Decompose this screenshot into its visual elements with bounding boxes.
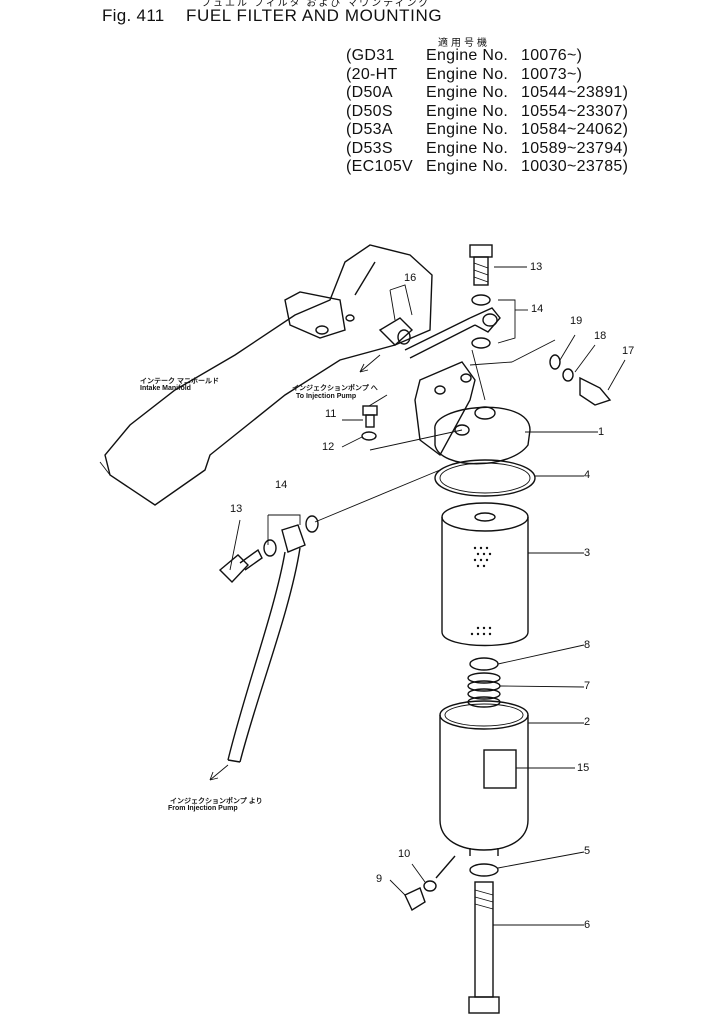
callout-6: 6	[584, 919, 591, 931]
intake-manifold	[99, 244, 433, 506]
callout-18: 18	[594, 330, 607, 342]
model-row: (D50A Engine No. 10544~23891)	[346, 84, 646, 102]
model-name: (D50A	[346, 84, 393, 101]
figure-number: Fig. 411	[102, 6, 165, 25]
applicable-models-label: 適用号機	[438, 38, 490, 49]
model-row: (D53A Engine No. 10584~24062)	[346, 121, 646, 139]
element-perforations	[470, 546, 492, 636]
engine-label: Engine No.	[426, 139, 509, 157]
callout-15: 15	[577, 762, 590, 774]
callout-19: 19	[570, 315, 583, 327]
callout-13-left: 13	[230, 503, 243, 515]
callout-9: 9	[376, 873, 383, 885]
leader-lines	[209, 266, 626, 926]
model-row: (EC105V Engine No. 10030~23785)	[346, 158, 646, 176]
model-name: (GD31	[346, 47, 395, 64]
model-row: (D53S Engine No. 10589~23794)	[346, 140, 646, 158]
engine-range: 10073~)	[521, 65, 583, 83]
bolt-13-left	[218, 515, 319, 584]
bolt-13-top	[469, 244, 493, 286]
engine-range: 10030~23785)	[521, 158, 629, 175]
to-pump-note-jp: インジェクションポンプ へ	[292, 385, 378, 392]
engine-label: Engine No.	[426, 65, 509, 83]
engine-label: Engine No.	[426, 84, 509, 101]
intake-manifold-note-jp: インテーク マニホールド	[140, 378, 219, 385]
engine-range: 10584~24062)	[521, 121, 629, 138]
model-name: (D50S	[346, 102, 393, 120]
model-name: (D53A	[346, 121, 393, 138]
washer-5	[469, 863, 499, 877]
model-name: (D53S	[346, 139, 393, 157]
engine-label: Engine No.	[426, 158, 509, 175]
filter-element-3	[441, 502, 529, 647]
figure-title: FUEL FILTER AND MOUNTING	[186, 6, 443, 25]
callout-4: 4	[584, 469, 591, 481]
japanese-title: フュエル フィルタ および マウンティング	[201, 0, 431, 9]
callout-3: 3	[584, 547, 591, 559]
gasket-4	[434, 459, 536, 497]
bolt-17	[549, 354, 612, 406]
from-pump-note-jp: インジェクションポンプ より	[170, 798, 263, 805]
callout-14-left: 14	[275, 479, 288, 491]
to-pump-note-en: To Injection Pump	[296, 393, 357, 400]
callout-11: 11	[325, 408, 337, 420]
fitting-16	[378, 317, 414, 346]
callout-1: 1	[598, 426, 605, 438]
callout-17: 17	[622, 345, 635, 357]
model-name: (20-HT	[346, 65, 398, 83]
filter-case-2	[439, 700, 529, 856]
callout-16: 16	[404, 272, 417, 284]
washer-8	[469, 657, 499, 671]
callout-12: 12	[322, 441, 335, 453]
bolt-11	[361, 405, 378, 441]
engine-range: 10076~)	[521, 47, 583, 64]
callout-8: 8	[584, 639, 591, 651]
intake-manifold-note-en: Intake Manifold	[140, 385, 191, 392]
model-row: (20-HT Engine No. 10073~)	[346, 66, 646, 84]
callout-14-top: 14	[531, 303, 544, 315]
engine-label: Engine No.	[426, 47, 509, 64]
callout-7: 7	[584, 680, 591, 692]
fuel-hose	[227, 547, 301, 763]
callout-2: 2	[584, 716, 591, 728]
from-pump-note-en: From Injection Pump	[168, 805, 238, 812]
model-name: (EC105V	[346, 158, 414, 175]
callout-13-top: 13	[530, 261, 543, 273]
engine-label: Engine No.	[426, 102, 509, 120]
callout-5: 5	[584, 845, 591, 857]
engine-range: 10544~23891)	[521, 84, 629, 101]
callout-10: 10	[398, 848, 411, 860]
engine-range: 10554~23307)	[521, 102, 629, 120]
drain-plug-9	[404, 855, 456, 912]
filter-head-1	[414, 361, 531, 465]
engine-range: 10589~23794)	[521, 139, 629, 157]
model-row: (GD31 Engine No. 10076~)	[346, 47, 646, 65]
center-bolt-6	[468, 881, 500, 1014]
model-row: (D50S Engine No. 10554~23307)	[346, 103, 646, 121]
engine-label: Engine No.	[426, 121, 509, 138]
